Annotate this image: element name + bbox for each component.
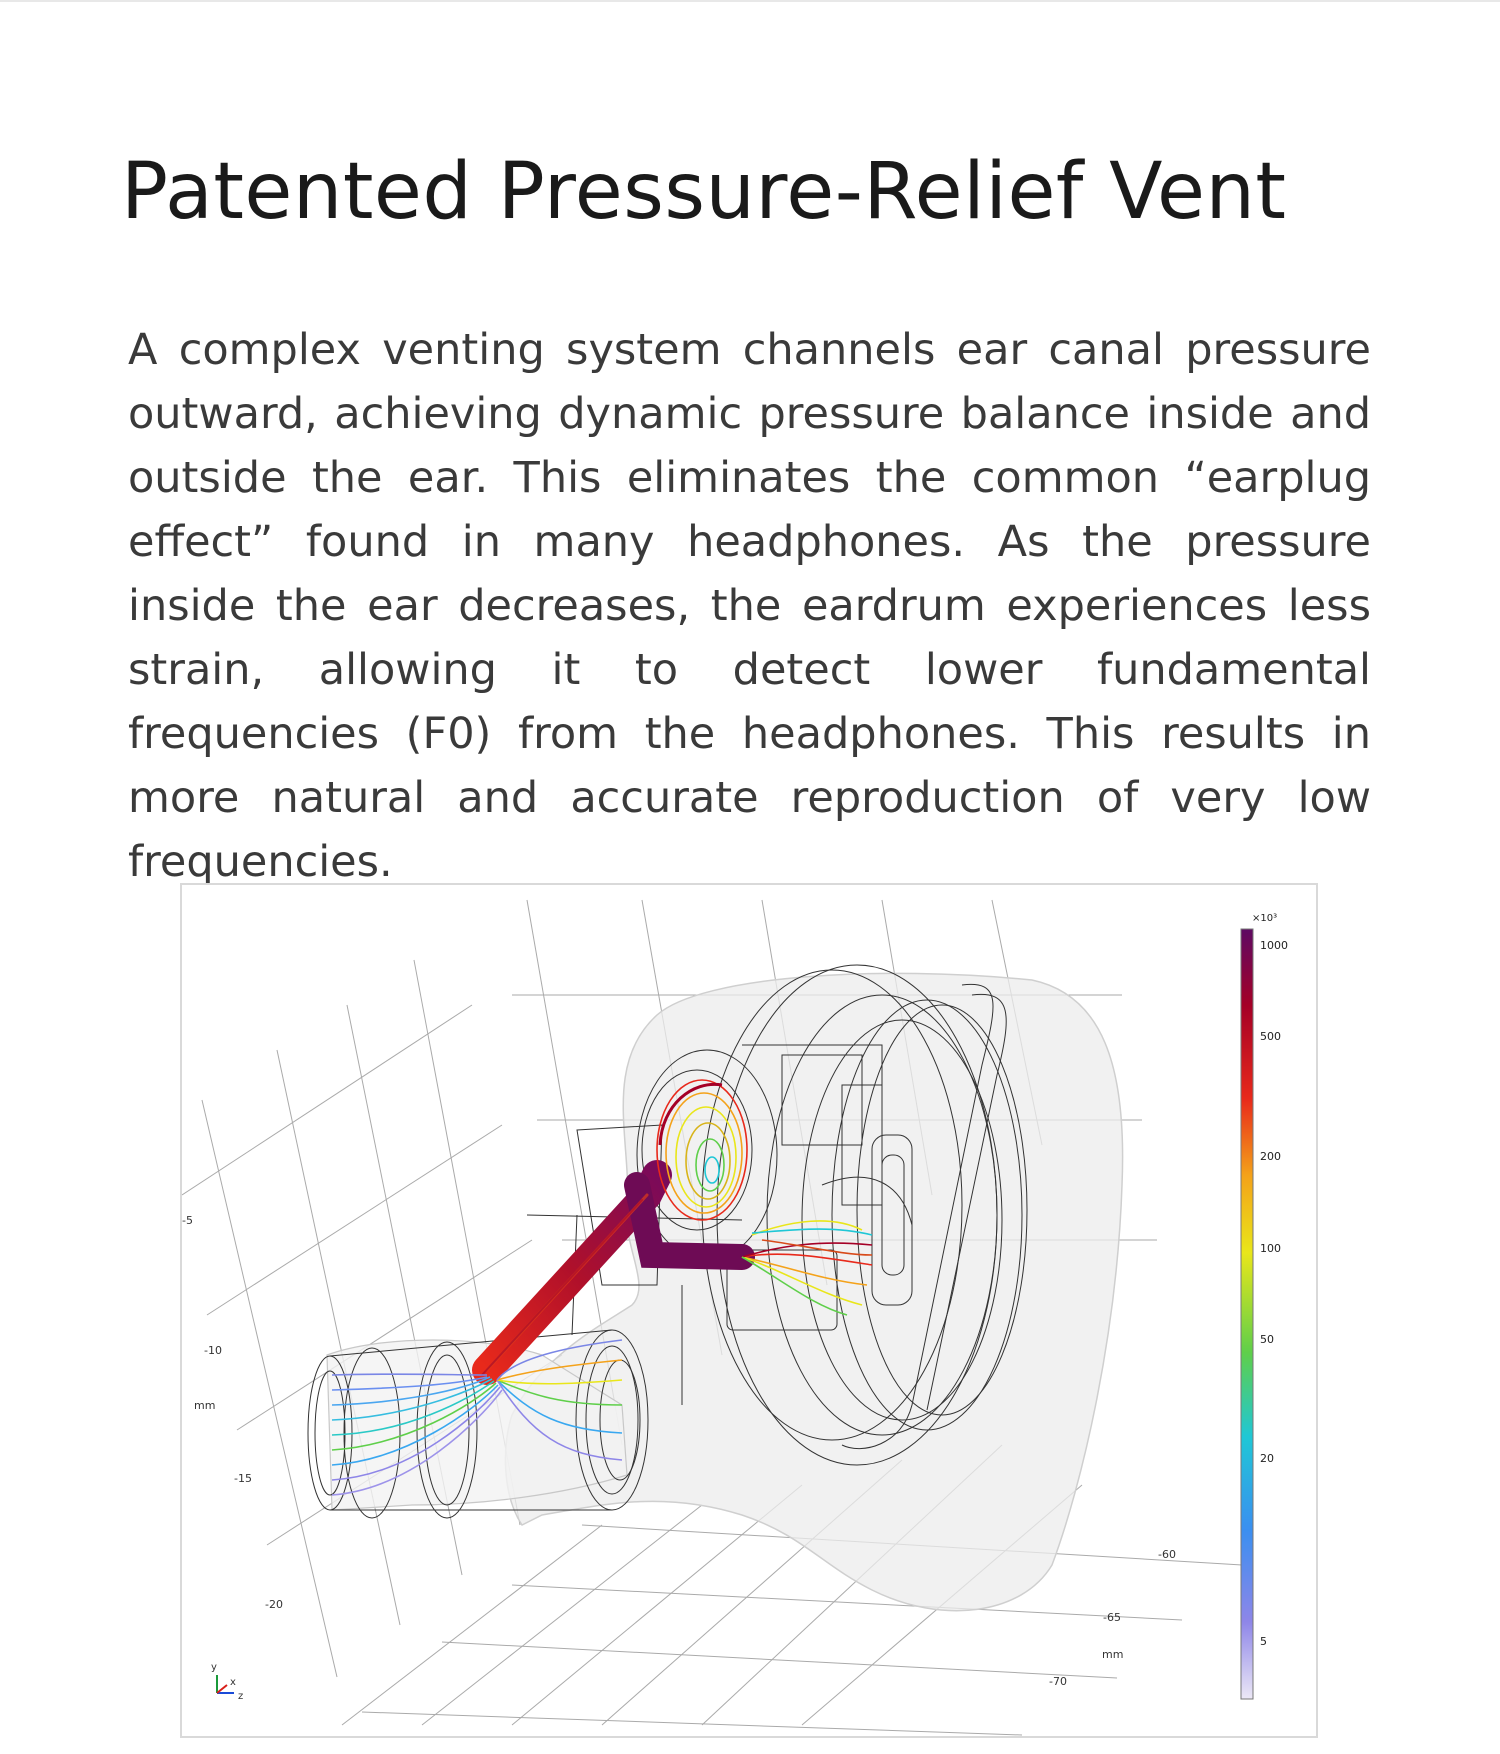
colorbar-tick: 200 [1260,1150,1281,1163]
colorbar-tick: 50 [1260,1333,1274,1346]
z-axis-ticks: -60 -65 -70 mm [1049,1548,1176,1688]
colorbar-scale-label: ×10³ [1252,913,1277,924]
y-tick: -20 [265,1598,283,1611]
z-tick: -65 [1103,1611,1121,1624]
y-tick: -5 [182,1214,193,1227]
colorbar-tick: 500 [1260,1030,1281,1043]
top-divider [0,0,1500,2]
triad-y-label: y [211,1662,217,1673]
z-tick: -70 [1049,1675,1067,1688]
y-axis-ticks: -5 -10 -15 -20 mm [182,1214,283,1611]
axis-triad: y x z [211,1662,243,1702]
colorbar-tick: 20 [1260,1452,1274,1465]
y-tick: -10 [204,1344,222,1357]
nozzle-streamlines [331,1339,623,1496]
z-axis-unit: mm [1102,1648,1123,1661]
colorbar-tick: 100 [1260,1242,1281,1255]
colorbar-tick: 5 [1260,1635,1267,1648]
simulation-plot: -5 -10 -15 -20 mm -60 -65 -70 mm y x z ×… [182,899,1288,1736]
triad-x-label: x [230,1677,236,1688]
wireframe [307,964,1028,1519]
z-tick: -60 [1158,1548,1176,1561]
colorbar: ×10³ 1000 500 200 100 50 20 5 [1240,913,1288,1700]
page-title: Patented Pressure-Relief Vent [121,147,1287,237]
y-tick: -15 [234,1472,252,1485]
triad-z-label: z [238,1691,243,1702]
y-axis-unit: mm [194,1399,215,1412]
body-paragraph: A complex venting system channels ear ca… [128,325,1371,887]
colorbar-tick: 1000 [1260,939,1288,952]
driver-streamlines [656,1079,748,1221]
cfd-simulation-figure: -5 -10 -15 -20 mm -60 -65 -70 mm y x z ×… [180,883,1318,1738]
outlet-streamlines [741,1220,873,1316]
vent-channel [472,1160,755,1385]
